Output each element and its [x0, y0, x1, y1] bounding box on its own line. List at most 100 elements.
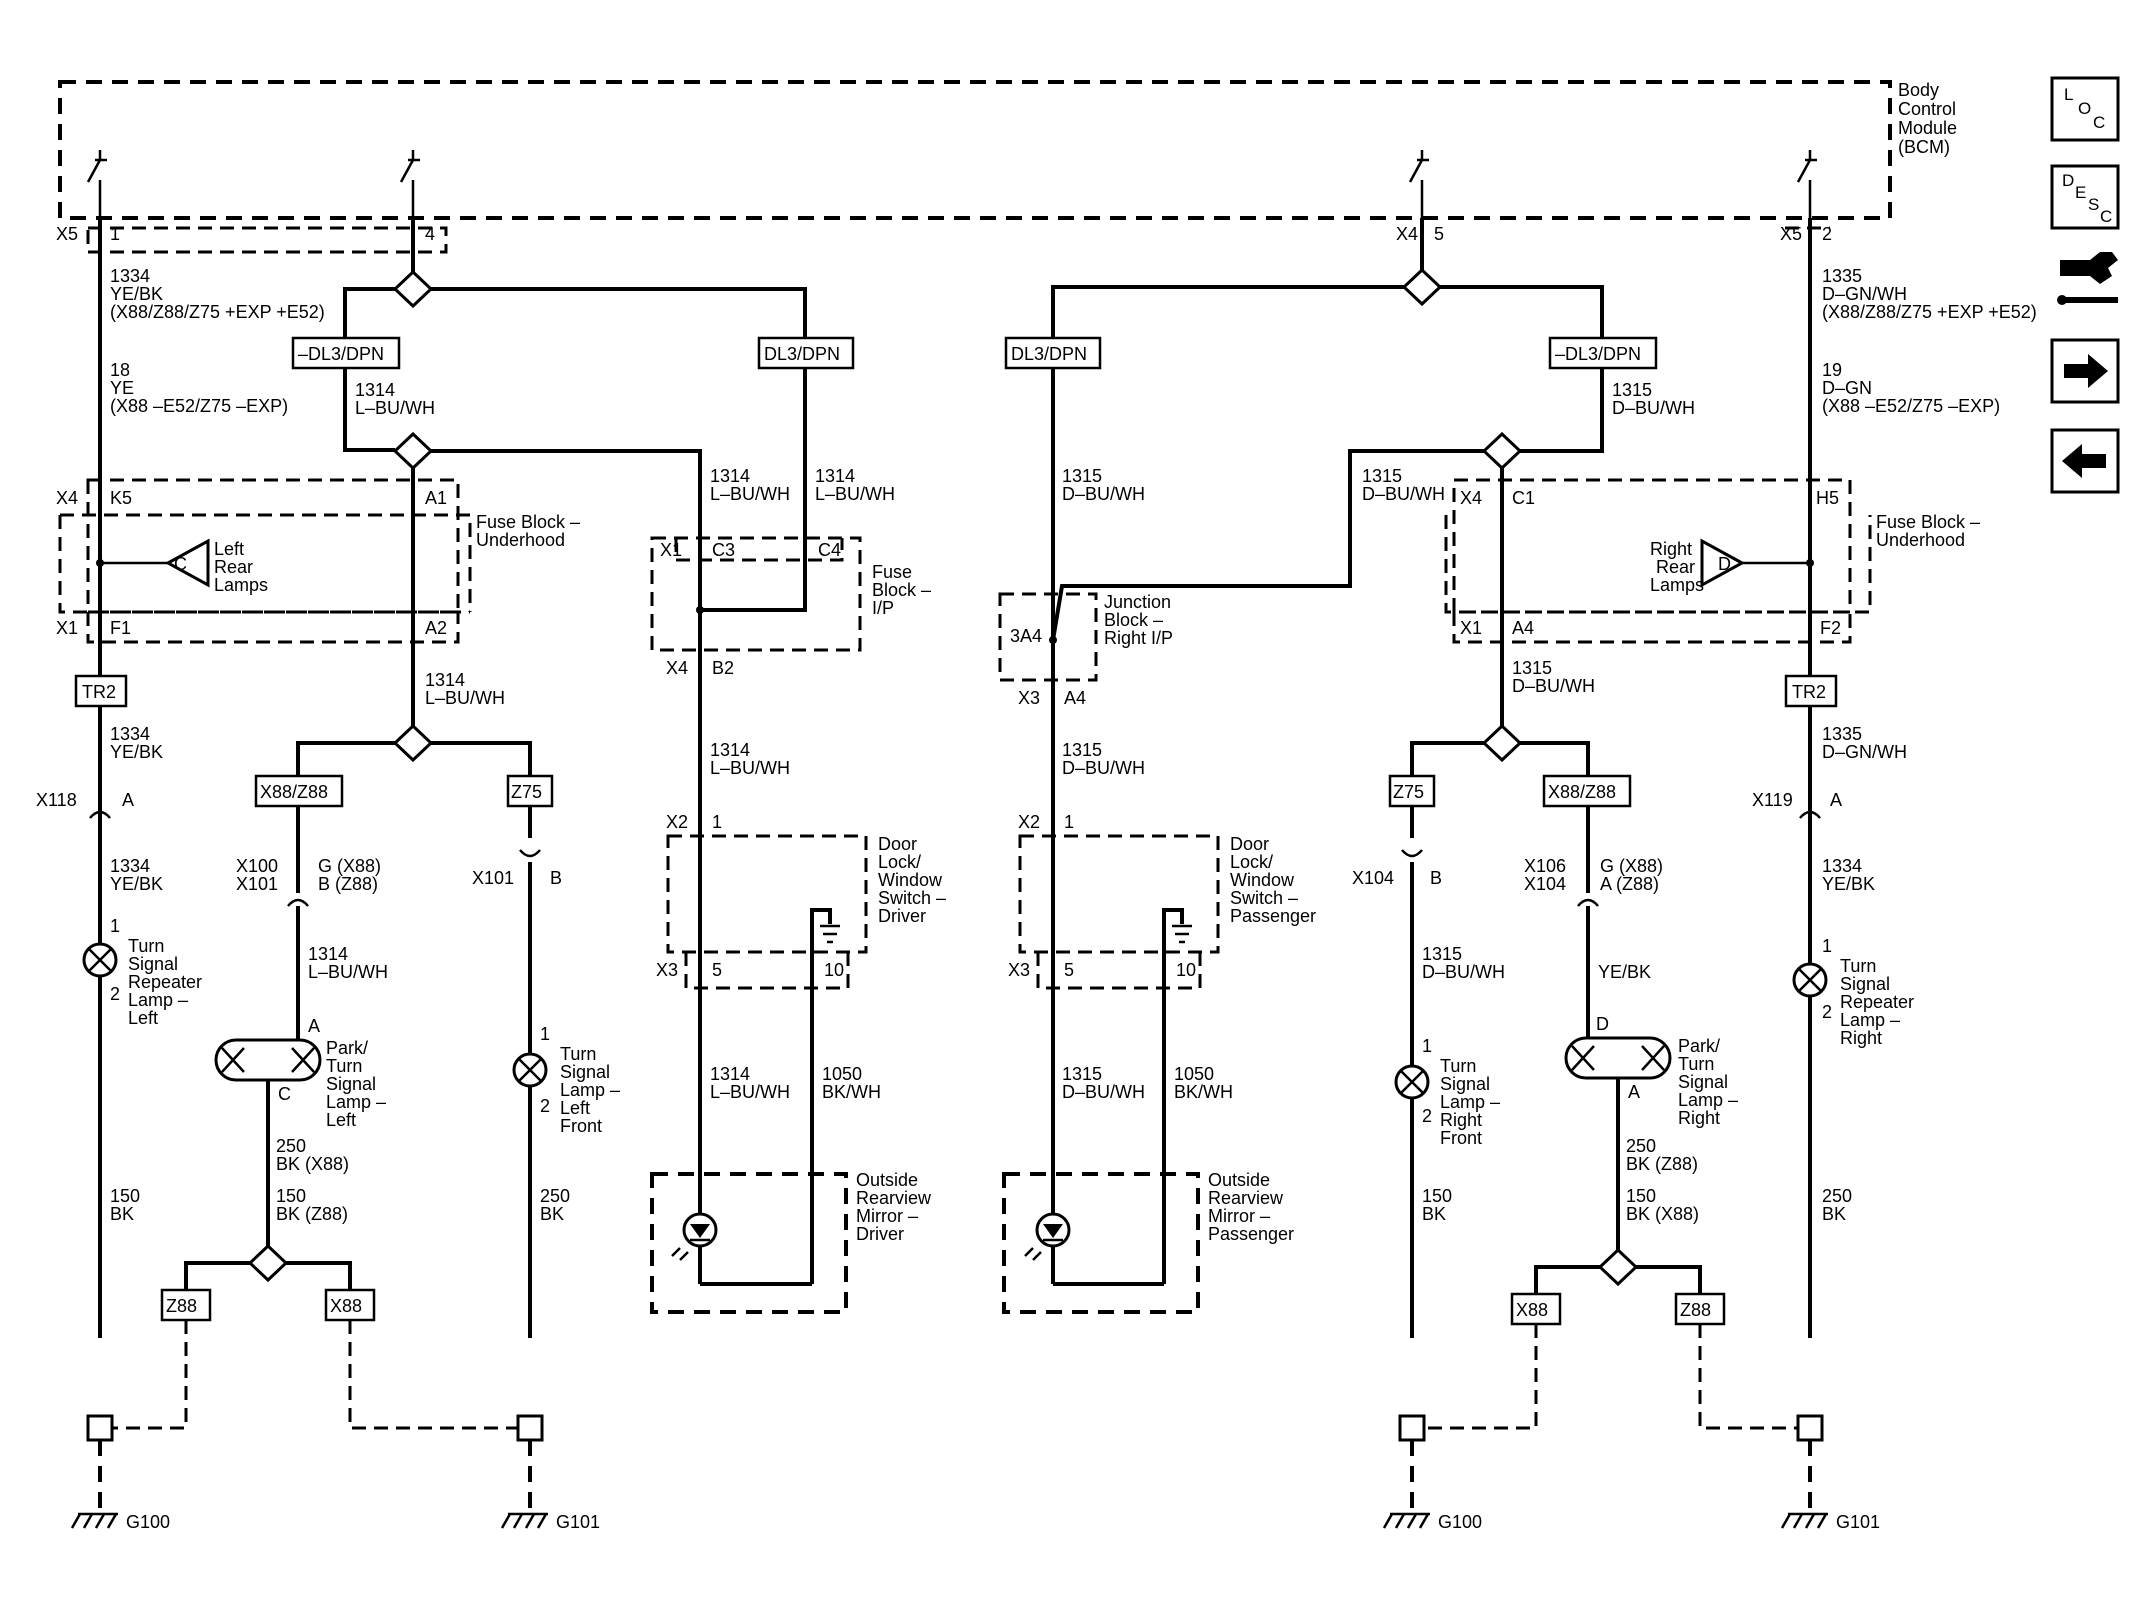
svg-text:1315: 1315 [1062, 1064, 1102, 1084]
svg-text:YE/BK: YE/BK [1822, 874, 1875, 894]
svg-text:1050: 1050 [822, 1064, 862, 1084]
svg-text:D: D [2062, 171, 2074, 190]
svg-text:X118: X118 [36, 790, 77, 810]
svg-text:Outside: Outside [856, 1170, 918, 1190]
svg-text:D–BU/WH: D–BU/WH [1062, 1082, 1145, 1102]
svg-text:BK (X88): BK (X88) [1626, 1204, 1699, 1224]
svg-text:Signal: Signal [1678, 1072, 1728, 1092]
svg-text:10: 10 [1176, 960, 1196, 980]
svg-text:X3: X3 [1018, 688, 1040, 708]
turn-signal-repeater-right [1792, 962, 1828, 998]
svg-text:B: B [1430, 868, 1442, 888]
svg-text:Turn: Turn [560, 1044, 596, 1064]
svg-text:150: 150 [276, 1186, 306, 1206]
svg-text:Signal: Signal [326, 1074, 376, 1094]
svg-text:X1: X1 [56, 618, 78, 638]
svg-text:Left: Left [560, 1098, 590, 1118]
svg-text:Junction: Junction [1104, 592, 1171, 612]
svg-text:X4: X4 [1460, 488, 1482, 508]
svg-text:L–BU/WH: L–BU/WH [355, 398, 435, 418]
svg-text:BK: BK [1422, 1204, 1446, 1224]
svg-text:X5: X5 [56, 224, 78, 244]
svg-text:DL3/DPN: DL3/DPN [764, 344, 840, 364]
turn-signal-front-right [1394, 1064, 1430, 1100]
svg-text:Z88: Z88 [166, 1296, 197, 1316]
svg-text:X1: X1 [660, 540, 682, 560]
svg-text:1315: 1315 [1512, 658, 1552, 678]
svg-text:B2: B2 [712, 658, 734, 678]
svg-text:YE/BK: YE/BK [110, 284, 163, 304]
svg-text:Fuse Block –: Fuse Block – [476, 512, 580, 532]
park-turn-lamp-right [1564, 1036, 1672, 1080]
svg-text:L–BU/WH: L–BU/WH [710, 758, 790, 778]
svg-text:Turn: Turn [1678, 1054, 1714, 1074]
svg-text:1314: 1314 [710, 1064, 750, 1084]
svg-text:C1: C1 [1512, 488, 1535, 508]
svg-text:YE/BK: YE/BK [110, 874, 163, 894]
bcm-module: Body Control Module (BCM) [58, 80, 1957, 254]
svg-text:10: 10 [824, 960, 844, 980]
turn-signal-repeater-left [82, 942, 118, 978]
svg-text:A2: A2 [425, 618, 447, 638]
svg-text:Right I/P: Right I/P [1104, 628, 1173, 648]
svg-text:1314: 1314 [815, 466, 855, 486]
svg-text:Driver: Driver [878, 906, 926, 926]
svg-text:X119: X119 [1752, 790, 1793, 810]
svg-text:250: 250 [1626, 1136, 1656, 1156]
svg-text:1334: 1334 [110, 856, 150, 876]
svg-text:C: C [174, 554, 187, 574]
loc-button[interactable]: L O C [2050, 76, 2120, 142]
svg-text:Block –: Block – [872, 580, 931, 600]
svg-text:Lamp –: Lamp – [560, 1080, 620, 1100]
svg-text:Lamp –: Lamp – [1440, 1092, 1500, 1112]
forward-arrow-button[interactable] [2050, 338, 2120, 404]
svg-text:1314: 1314 [710, 466, 750, 486]
svg-text:5: 5 [1434, 224, 1444, 244]
svg-text:X88: X88 [1516, 1300, 1548, 1320]
svg-text:Right: Right [1440, 1110, 1482, 1130]
svg-text:1: 1 [110, 916, 120, 936]
svg-text:Left: Left [128, 1008, 158, 1028]
svg-text:D–BU/WH: D–BU/WH [1422, 962, 1505, 982]
svg-text:BK: BK [1822, 1204, 1846, 1224]
svg-text:–DL3/DPN: –DL3/DPN [1555, 344, 1641, 364]
svg-text:Window: Window [1230, 870, 1295, 890]
svg-text:L–BU/WH: L–BU/WH [710, 1082, 790, 1102]
desc-button[interactable]: D E S C [2050, 164, 2120, 230]
svg-text:5: 5 [712, 960, 722, 980]
svg-text:Front: Front [1440, 1128, 1482, 1148]
svg-text:Window: Window [878, 870, 943, 890]
svg-text:250: 250 [540, 1186, 570, 1206]
svg-text:X2: X2 [1018, 812, 1040, 832]
svg-text:1315: 1315 [1422, 944, 1462, 964]
svg-text:1: 1 [712, 812, 722, 832]
svg-text:2: 2 [1822, 224, 1832, 244]
connector-icon[interactable] [2057, 252, 2118, 305]
svg-text:D: D [1718, 554, 1731, 574]
svg-text:Lock/: Lock/ [1230, 852, 1273, 872]
svg-text:L–BU/WH: L–BU/WH [425, 688, 505, 708]
svg-text:G (X88): G (X88) [318, 856, 381, 876]
svg-text:1: 1 [110, 224, 120, 244]
svg-text:BK: BK [110, 1204, 134, 1224]
svg-text:X88: X88 [330, 1296, 362, 1316]
svg-text:Control: Control [1898, 99, 1956, 119]
svg-text:Lamps: Lamps [214, 575, 268, 595]
svg-text:Repeater: Repeater [1840, 992, 1914, 1012]
svg-text:O: O [2078, 99, 2091, 118]
svg-text:A4: A4 [1512, 618, 1534, 638]
back-arrow-button[interactable] [2050, 428, 2120, 494]
svg-text:4: 4 [425, 224, 435, 244]
svg-text:Z75: Z75 [1393, 782, 1424, 802]
svg-text:1335: 1335 [1822, 724, 1862, 744]
svg-text:BK/WH: BK/WH [822, 1082, 881, 1102]
svg-text:D–GN/WH: D–GN/WH [1822, 742, 1907, 762]
right-circuit: X4 5 X5 2 –DL3/DPN 1315 D–BU/WH 1335 D–G… [1352, 218, 2037, 1532]
svg-text:1315: 1315 [1612, 380, 1652, 400]
svg-text:H5: H5 [1816, 488, 1839, 508]
left-circuit: X5 1 4 1334 YE/BK (X88/Z88/Z75 +EXP +E52… [36, 218, 855, 1532]
svg-text:L–BU/WH: L–BU/WH [815, 484, 895, 504]
svg-text:2: 2 [110, 984, 120, 1004]
svg-text:150: 150 [1422, 1186, 1452, 1206]
